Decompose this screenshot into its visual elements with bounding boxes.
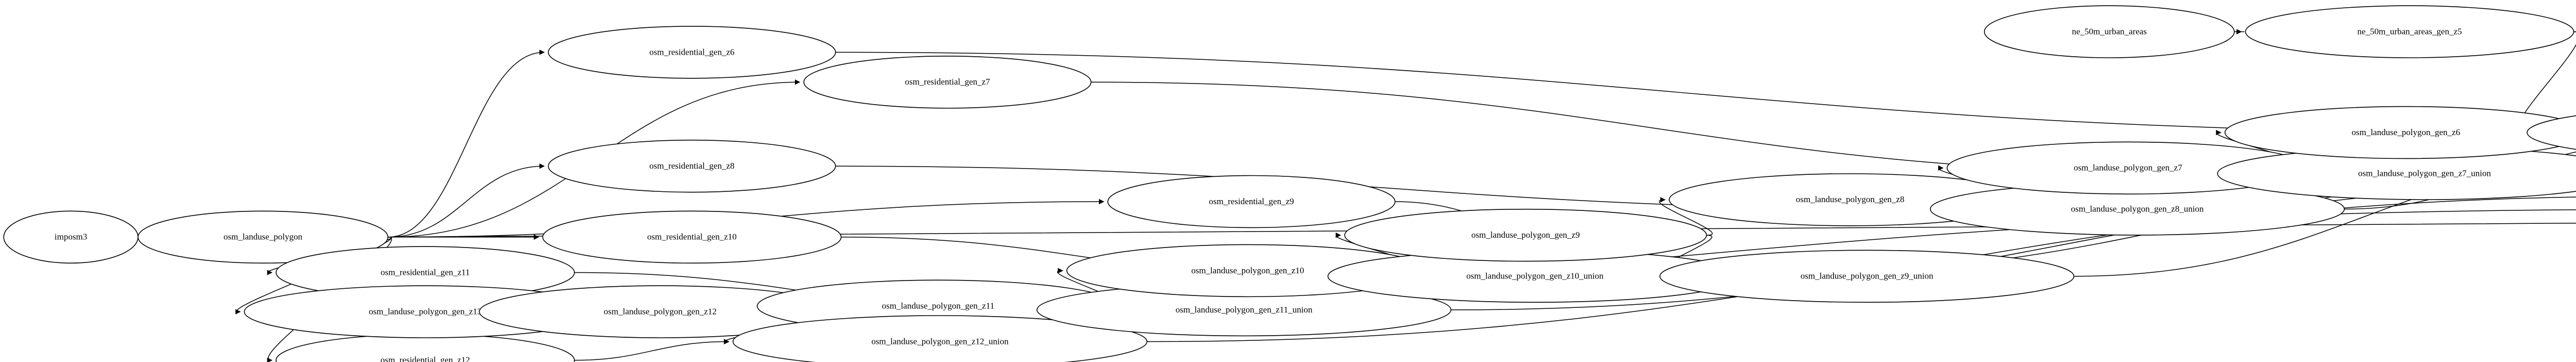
- node-shape: [548, 139, 836, 193]
- node-osm_residential_gen_z9[interactable]: osm_residential_gen_z9: [1107, 175, 1396, 228]
- node-shape: [542, 210, 842, 264]
- node-osm_landuse_polygon_gen_z12_union[interactable]: osm_landuse_polygon_gen_z12_union: [732, 315, 1147, 362]
- node-shape: [732, 315, 1147, 362]
- node-label: imposm3: [55, 232, 87, 242]
- node-shape: [1984, 5, 2235, 58]
- node-label: osm_residential_gen_z10: [647, 232, 737, 242]
- node-label: osm_residential_gen_z8: [649, 161, 734, 171]
- node-label: osm_residential_gen_z9: [1209, 196, 1294, 206]
- node-osm_landuse_polygon_gen_z6[interactable]: osm_landuse_polygon_gen_z6: [2224, 106, 2576, 159]
- node-label: osm_landuse_polygon_gen_z9_union: [1801, 271, 1934, 281]
- node-osm_landuse_polygon_gen_z9_union[interactable]: osm_landuse_polygon_gen_z9_union: [1659, 250, 2075, 303]
- node-label: osm_landuse_polygon_gen_z10_union: [1466, 271, 1604, 281]
- edge-osm_landuse_polygon-to-osm_residential_gen_z8: [387, 163, 545, 238]
- node-label: ne_50m_urban_areas_gen_z5: [2358, 26, 2462, 36]
- node-imposm3[interactable]: imposm3: [3, 210, 139, 264]
- node-osm_residential_gen_z7[interactable]: osm_residential_gen_z7: [803, 56, 1092, 109]
- edge-osm_residential_gen_z6-to-osm_landuse_polygon_gen_z6_union: [835, 52, 2524, 136]
- node-label: osm_residential_gen_z11: [381, 267, 470, 277]
- node-label: osm_landuse_polygon_gen_z13: [369, 306, 482, 316]
- node-ne_50m_urban_areas[interactable]: ne_50m_urban_areas: [1984, 5, 2235, 58]
- node-label: osm_landuse_polygon: [224, 232, 302, 242]
- node-label: osm_landuse_polygon_gen_z6: [2352, 127, 2461, 137]
- node-shape: [1344, 208, 1707, 262]
- node-label: osm_landuse_polygon_gen_z11: [882, 301, 994, 311]
- node-osm_landuse_polygon_gen_z7[interactable]: osm_landuse_polygon_gen_z7: [1946, 141, 2310, 195]
- node-shape: [2245, 5, 2574, 58]
- node-layer: imposm3 osm_landuse_polygon osm_residentia…: [3, 5, 2576, 362]
- node-ne_50m_urban_areas_gen_z5[interactable]: ne_50m_urban_areas_gen_z5: [2245, 5, 2574, 58]
- node-shape: [548, 26, 836, 79]
- node-shape: [1659, 250, 2075, 303]
- node-osm_landuse_polygon_gen_z6_union[interactable]: osm_landuse_polygon_gen_z6_union: [2527, 107, 2576, 159]
- node-label: osm_residential_gen_z6: [649, 47, 734, 57]
- node-label: osm_landuse_polygon_gen_z7: [2074, 163, 2182, 173]
- edge-osm_landuse_polygon_gen_z9-to-osm_landuse_polygon_gen_z8: [1659, 197, 1713, 236]
- node-label: osm_landuse_polygon_gen_z10: [1191, 266, 1304, 275]
- node-osm_landuse_polygon_gen_z10_union[interactable]: osm_landuse_polygon_gen_z10_union: [1327, 250, 1742, 303]
- node-osm_residential_gen_z6[interactable]: osm_residential_gen_z6: [548, 26, 836, 79]
- node-osm_landuse_polygon_gen_z8_union[interactable]: osm_landuse_polygon_gen_z8_union: [1929, 183, 2345, 236]
- node-shape: [2224, 106, 2576, 159]
- node-label: osm_residential_gen_z7: [905, 77, 990, 87]
- node-label: osm_landuse_polygon_gen_z8_union: [2071, 204, 2204, 213]
- node-osm_landuse_polygon_gen_z9[interactable]: osm_landuse_polygon_gen_z9: [1344, 208, 1707, 262]
- node-osm_residential_gen_z8[interactable]: osm_residential_gen_z8: [548, 139, 836, 193]
- node-label: osm_landuse_polygon_gen_z12_union: [871, 336, 1009, 346]
- node-osm_landuse_polygon_gen_z11_union[interactable]: osm_landuse_polygon_gen_z11_union: [1036, 283, 1452, 337]
- node-label: osm_residential_gen_z12: [380, 355, 470, 362]
- node-osm_residential_gen_z12[interactable]: osm_residential_gen_z12: [276, 334, 575, 362]
- node-label: ne_50m_urban_areas: [2072, 26, 2147, 36]
- node-label: osm_landuse_polygon_gen_z9: [1471, 230, 1580, 240]
- node-shape: [803, 56, 1092, 109]
- node-osm_landuse_polygon[interactable]: osm_landuse_polygon: [138, 210, 388, 264]
- node-shape: [2527, 115, 2576, 150]
- node-osm_residential_gen_z10[interactable]: osm_residential_gen_z10: [542, 210, 842, 264]
- node-label: osm_landuse_polygon_gen_z12: [604, 306, 717, 316]
- node-label: osm_landuse_polygon_gen_z7_union: [2358, 169, 2491, 178]
- node-label: osm_landuse_polygon_gen_z11_union: [1176, 305, 1313, 315]
- edge-osm_landuse_polygon-to-osm_residential_gen_z6: [387, 50, 545, 238]
- edge-osm_residential_gen_z12-to-osm_landuse_polygon_gen_z12_union: [574, 339, 730, 361]
- node-shape: [138, 210, 388, 264]
- node-osm_landuse_polygon_gen_z12[interactable]: osm_landuse_polygon_gen_z12: [479, 285, 842, 338]
- node-label: osm_landuse_polygon_gen_z8: [1796, 194, 1905, 204]
- node-shape: [1107, 175, 1396, 228]
